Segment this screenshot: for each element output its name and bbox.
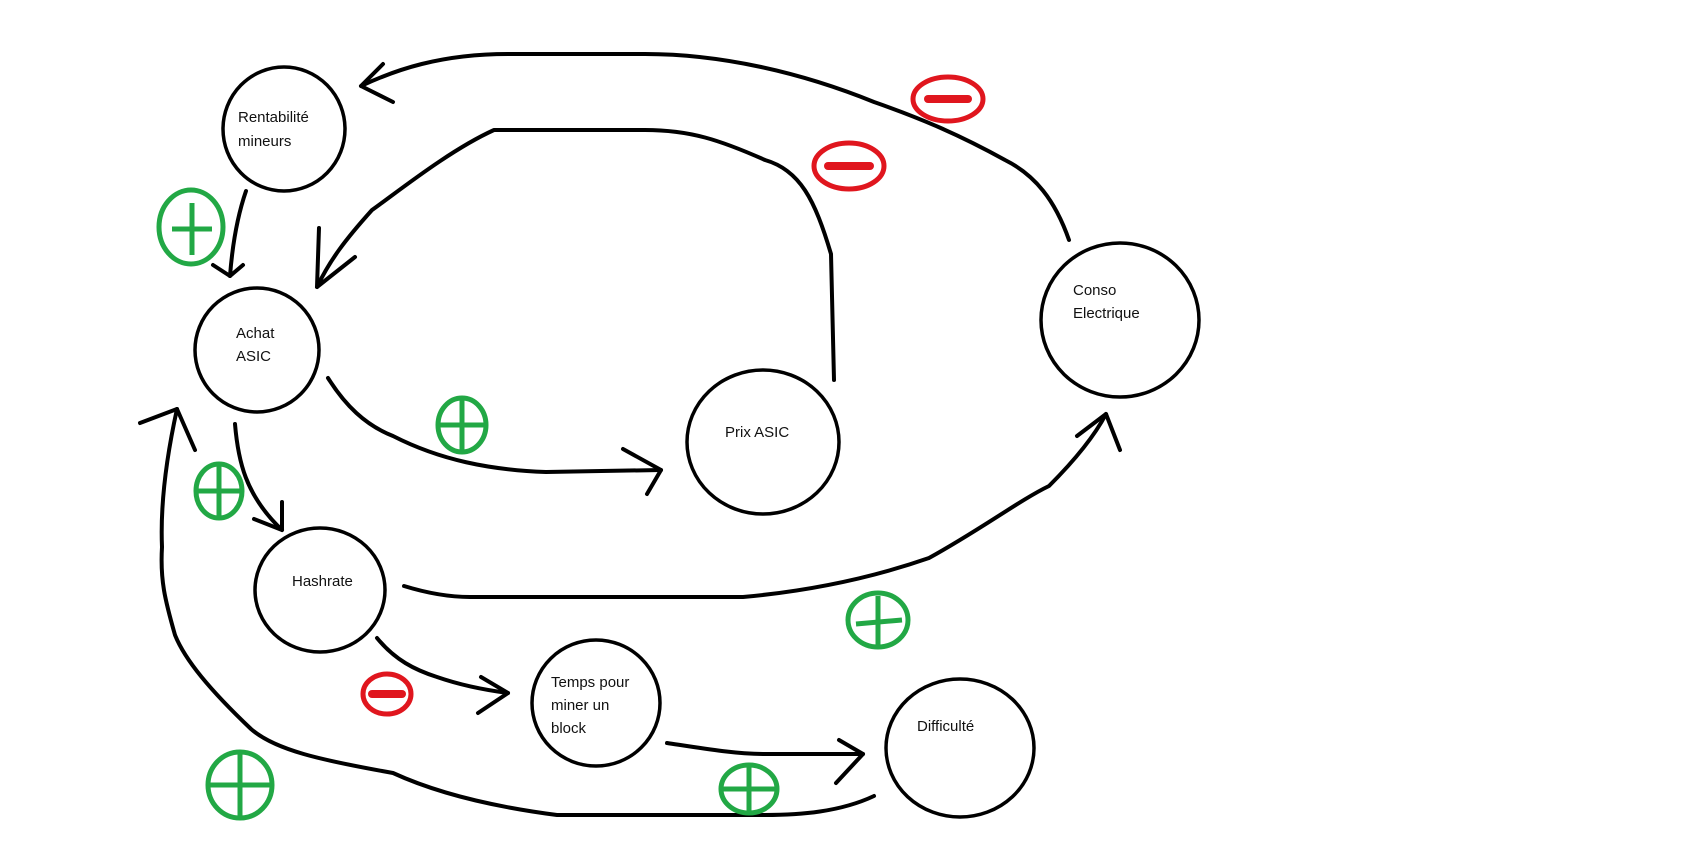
node-label: Achat bbox=[236, 325, 275, 342]
node-label: ASIC bbox=[236, 348, 271, 365]
node-conso-electrique: Conso Electrique bbox=[1039, 241, 1201, 399]
edge-difficulte-to-achat bbox=[138, 407, 876, 817]
node-achat-asic: Achat ASIC bbox=[193, 286, 321, 414]
node-label: Rentabilité bbox=[238, 109, 309, 126]
edge-conso-to-rentabilite bbox=[359, 52, 1071, 242]
node-label: Hashrate bbox=[292, 573, 353, 590]
node-label: mineurs bbox=[238, 133, 291, 150]
sign-negative-prix-achat bbox=[811, 140, 887, 192]
sign-positive-rentabilite-achat bbox=[156, 187, 226, 267]
edge-prix-to-achat bbox=[315, 128, 836, 382]
edge-hashrate-to-temps bbox=[375, 636, 510, 715]
node-label: Electrique bbox=[1073, 305, 1140, 322]
node-difficulte: Difficulté bbox=[884, 677, 1036, 819]
sign-positive-difficulte-achat bbox=[205, 749, 275, 821]
node-label: block bbox=[551, 720, 587, 737]
sign-positive-temps-difficulte bbox=[718, 762, 780, 816]
edge-temps-to-difficulte bbox=[665, 738, 865, 785]
sign-positive-hashrate-conso bbox=[845, 590, 911, 650]
edge-achat-to-hashrate bbox=[233, 422, 284, 532]
node-rentabilite: Rentabilité mineurs bbox=[221, 65, 347, 193]
node-prix-asic: Prix ASIC bbox=[685, 368, 841, 516]
edge-rentabilite-to-achat bbox=[211, 189, 248, 278]
node-label: Temps pour bbox=[551, 674, 629, 691]
sign-positive-achat-prix bbox=[435, 395, 489, 455]
node-label: Difficulté bbox=[917, 718, 974, 735]
sign-negative-conso-rentabilite bbox=[910, 74, 986, 124]
node-label: Prix ASIC bbox=[725, 424, 789, 441]
node-label: Conso bbox=[1073, 282, 1116, 299]
node-temps-block: Temps pour miner un block bbox=[530, 638, 662, 768]
node-hashrate: Hashrate bbox=[253, 526, 387, 654]
edge-achat-to-prix bbox=[326, 376, 663, 496]
node-label: miner un bbox=[551, 697, 609, 714]
sign-positive-achat-hashrate bbox=[193, 461, 245, 521]
sign-negative-hashrate-temps bbox=[360, 671, 414, 717]
edge-hashrate-to-conso bbox=[402, 412, 1122, 599]
